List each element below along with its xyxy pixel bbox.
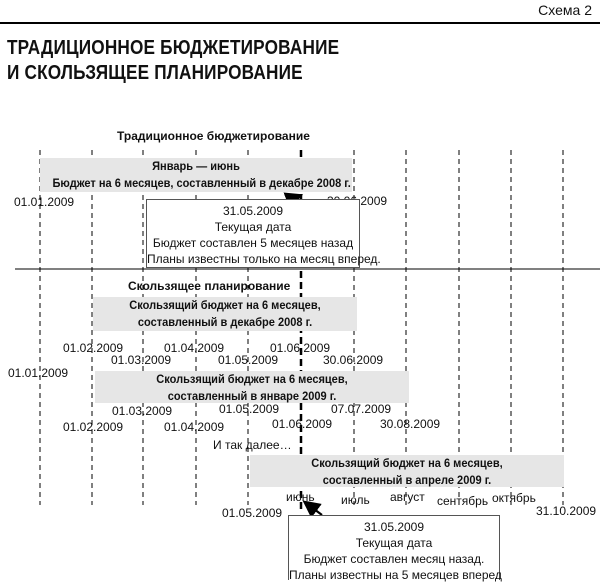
band1-date-start: 01.01.2009: [8, 366, 69, 380]
traditional-note: 31.05.2009 Текущая дата Бюджет составлен…: [146, 199, 381, 268]
rolling-heading: Скользящее планирование: [128, 279, 291, 293]
arrow-rolling: [302, 500, 323, 518]
rolling-note: 31.05.2009 Текущая дата Бюджет составлен…: [288, 515, 502, 582]
rolling-band-2: [95, 371, 409, 403]
rolling-band-2-text: Скользящий бюджет на 6 месяцев, составле…: [108, 371, 397, 405]
rolling-band-1-line-2: составленный в декабре 2008 г.: [137, 315, 313, 329]
band1-date-may: 01.05.2009: [218, 353, 279, 367]
month-label-aug: август: [390, 490, 425, 504]
rolling-band-1-line-1: Скользящий бюджет на 6 месяцев,: [129, 298, 321, 312]
header-rule: [0, 22, 600, 24]
rolling-band-3-text: Скользящий бюджет на 6 месяцев, составле…: [310, 455, 503, 489]
rolling-note-age: Бюджет составлен месяц назад.: [303, 552, 485, 566]
rolling-band-3: [250, 455, 564, 487]
band2-date-may: 01.05.2009: [219, 402, 280, 416]
month-label-oct: октябрь: [492, 491, 536, 505]
traditional-band-text: Январь — июнь Бюджет на 6 месяцев, соста…: [52, 158, 351, 192]
traditional-start-date: 01.01.2009: [14, 195, 75, 209]
band2-date-end: 30.08.2009: [380, 417, 441, 431]
month-label-sep: сентябрь: [437, 494, 489, 508]
rolling-note-current: Текущая дата: [355, 536, 433, 550]
band3-date-start: 01.05.2009: [222, 506, 283, 520]
band2-date-mar: 01.03.2009: [112, 404, 173, 418]
traditional-budget-band: [40, 158, 352, 192]
title-line-2: И СКОЛЬЗЯЩЕЕ ПЛАНИРОВАНИЕ: [7, 62, 303, 84]
traditional-band-line-1: Январь — июнь: [152, 159, 240, 173]
band2-date-apr: 01.04.2009: [164, 420, 225, 434]
title-line-1: ТРАДИЦИОННОЕ БЮДЖЕТИРОВАНИЕ: [7, 37, 340, 59]
band3-date-end: 31.10.2009: [536, 504, 597, 518]
month-label-jul: июль: [341, 493, 370, 507]
rolling-band-1-text: Скользящий бюджет на 6 месяцев, составле…: [104, 297, 347, 331]
traditional-note-date: 31.05.2009: [222, 204, 284, 218]
band1-date-feb: 01.02.2009: [63, 341, 124, 355]
month-label-jun: июнь: [286, 490, 315, 504]
traditional-note-horizon: Планы известны только на месяц вперед.: [147, 252, 381, 266]
band1-date-end: 30.06.2009: [323, 353, 384, 367]
band2-date-jul: 07.07.2009: [331, 402, 392, 416]
rolling-band-3-line-2: составленный в апреле 2009 г.: [322, 473, 492, 487]
traditional-note-age: Бюджет составлен 5 месяцев назад: [152, 236, 354, 250]
traditional-band-line-2: Бюджет на 6 месяцев, составленный в дека…: [52, 176, 351, 190]
band1-date-apr: 01.04.2009: [164, 341, 225, 355]
traditional-heading: Традиционное бюджетирование: [117, 129, 310, 143]
band1-date-jun: 01.06.2009: [270, 341, 331, 355]
rolling-band-2-line-1: Скользящий бюджет на 6 месяцев,: [156, 372, 348, 386]
rolling-band-1: [93, 297, 357, 331]
rolling-band-2-line-2: составленный в январе 2009 г.: [167, 389, 337, 403]
band2-date-feb: 01.02.2009: [63, 420, 124, 434]
band2-date-jun: 01.06.2009: [272, 417, 333, 431]
page-title: ТРАДИЦИОННОЕ БЮДЖЕТИРОВАНИЕ И СКОЛЬЗЯЩЕЕ…: [7, 36, 339, 86]
schema-label: Схема 2: [538, 2, 592, 18]
and-so-on-label: И так далее…: [213, 438, 292, 452]
rolling-note-horizon: Планы известны на 5 месяцев вперед: [289, 568, 502, 582]
rolling-band-3-line-1: Скользящий бюджет на 6 месяцев,: [311, 456, 503, 470]
rolling-note-date: 31.05.2009: [363, 520, 425, 534]
traditional-note-current: Текущая дата: [214, 220, 292, 234]
band1-date-mar: 01.03.2009: [111, 353, 172, 367]
